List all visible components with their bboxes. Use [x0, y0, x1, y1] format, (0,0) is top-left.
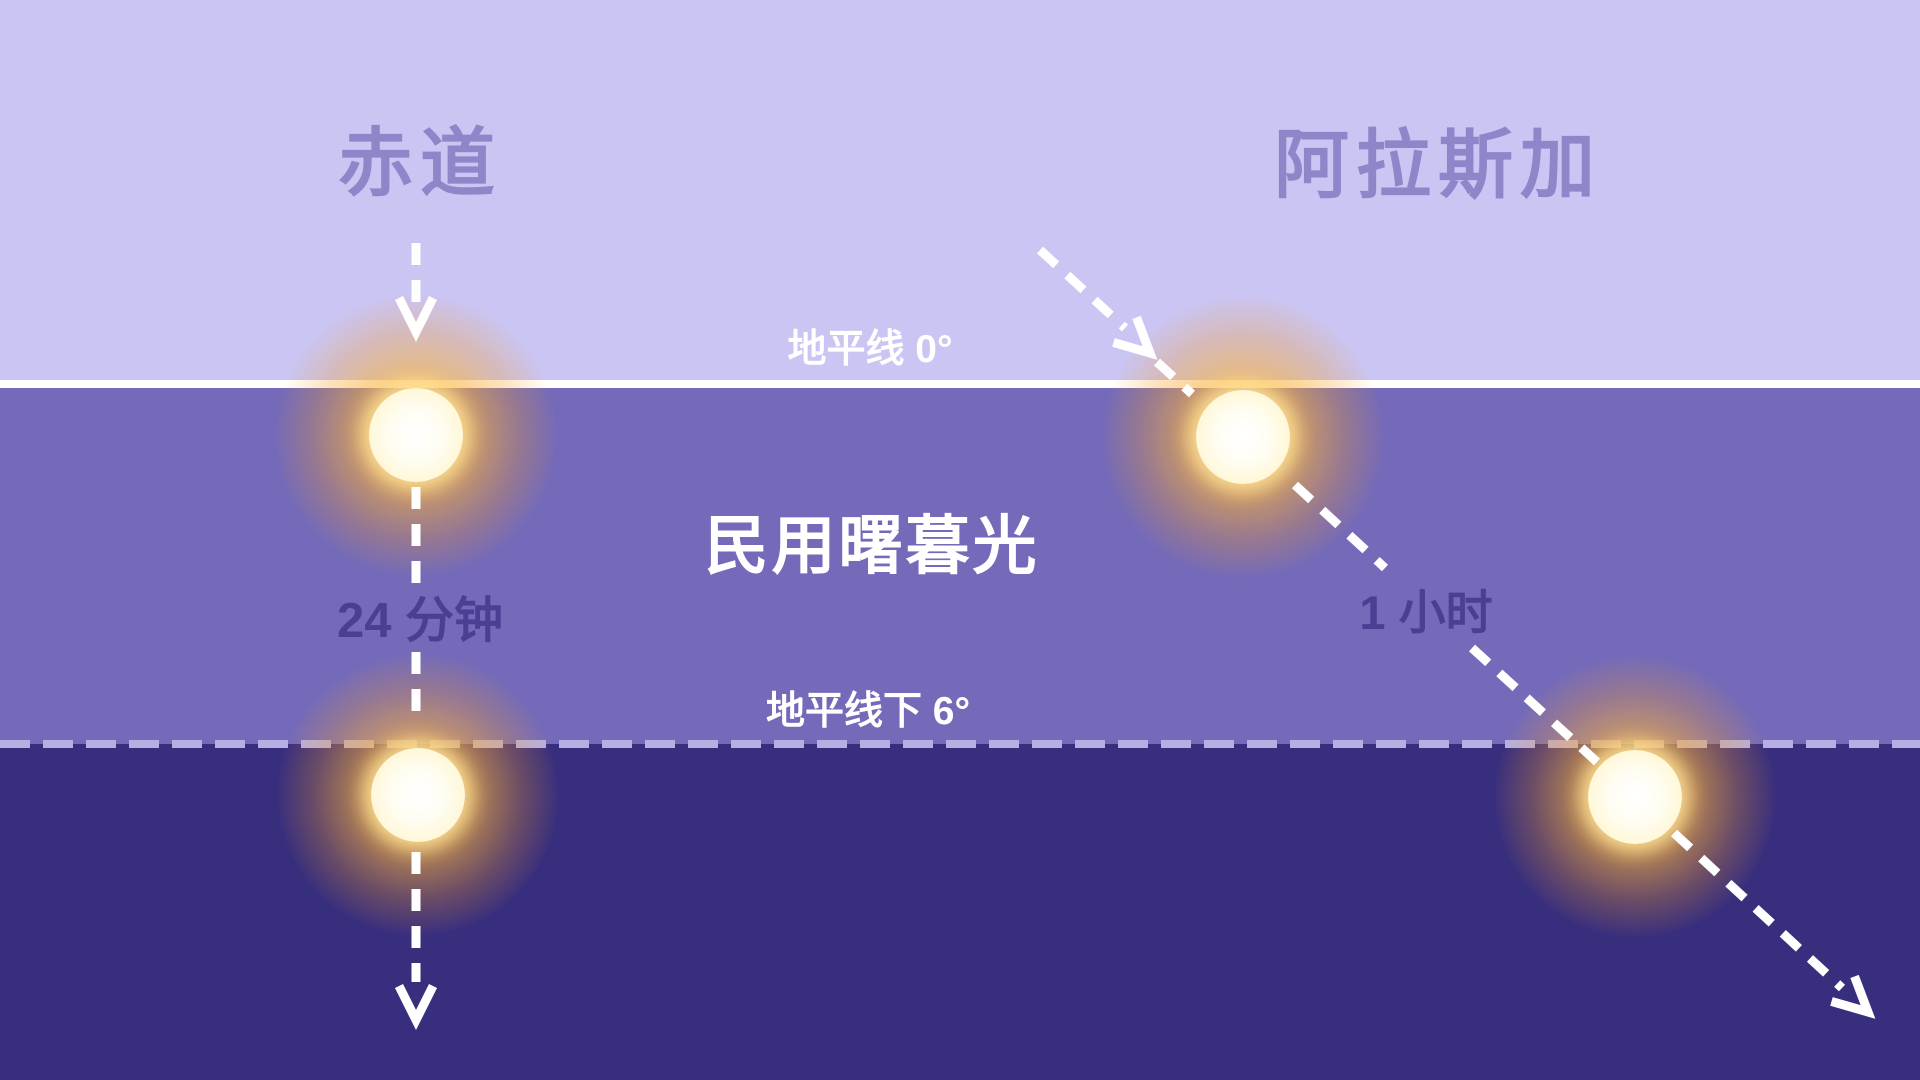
descent-arrow-alaska — [1036, 246, 1876, 1019]
horizon-line — [0, 380, 1920, 388]
region-title-alaska: 阿拉斯加 — [1273, 123, 1603, 207]
horizon-label: 地平线 0° — [787, 328, 953, 371]
sun-disk — [371, 748, 465, 842]
arrowhead-icon — [1112, 315, 1158, 360]
arrowhead-icon — [394, 983, 438, 1031]
civil-twilight-label: 民用曙暮光 — [704, 510, 1040, 582]
sun-disk — [1588, 750, 1682, 844]
sky-above-horizon-band — [0, 0, 1920, 380]
duration-label-alaska: 1 小时 — [1359, 586, 1493, 639]
arrowhead-icon — [1830, 974, 1876, 1019]
duration-label-equator: 24 分钟 — [336, 594, 504, 648]
below-horizon-label: 地平线下 6° — [765, 690, 971, 733]
descent-arrow-equator — [394, 243, 438, 1031]
sun-disk — [1196, 390, 1290, 484]
sun-disk — [369, 388, 463, 482]
arrowhead-icon — [394, 295, 438, 343]
region-title-equator: 赤道 — [337, 121, 503, 205]
